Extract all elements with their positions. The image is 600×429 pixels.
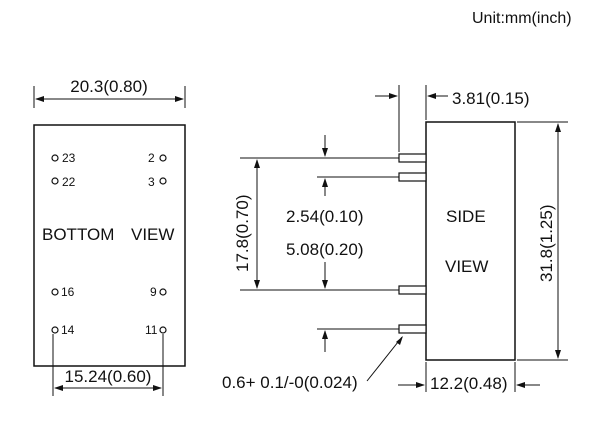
pin-22 bbox=[51, 177, 59, 185]
side-label: SIDE bbox=[446, 207, 486, 226]
pin-11 bbox=[159, 326, 167, 334]
pin-2-label: 2 bbox=[148, 151, 155, 165]
pitch-dim-text: 2.54(0.10) bbox=[286, 207, 364, 226]
bottom-view-body bbox=[33, 124, 186, 367]
pin-23-label: 23 bbox=[62, 151, 76, 165]
inner-arrow-top bbox=[322, 280, 328, 289]
pin-16-label: 16 bbox=[61, 285, 75, 299]
side-pin-3 bbox=[398, 285, 427, 295]
view-label-side: VIEW bbox=[445, 257, 488, 276]
thick-arrow-right bbox=[427, 93, 436, 99]
pin-3-label: 3 bbox=[148, 175, 155, 189]
width-arrow-left bbox=[35, 96, 44, 102]
side-pin-4 bbox=[398, 324, 427, 334]
depth-dim-text: 12.2(0.48) bbox=[430, 374, 508, 393]
pin-23 bbox=[51, 154, 59, 162]
width-dim-text: 20.3(0.80) bbox=[70, 77, 148, 96]
pin-9-label: 9 bbox=[150, 285, 157, 299]
pin-11-label: 11 bbox=[145, 323, 158, 337]
pin-3 bbox=[159, 177, 167, 185]
pin-size-arrow bbox=[396, 336, 403, 345]
inner-arrow-bottom bbox=[322, 330, 328, 339]
pin-size-leader bbox=[366, 336, 403, 382]
width-arrow-right bbox=[175, 96, 184, 102]
pin-9 bbox=[159, 288, 167, 296]
side-view: SIDE VIEW 3.81(0.15) 17.8(0.70) 2.54(0.1… bbox=[222, 85, 568, 393]
pin-14 bbox=[51, 326, 59, 334]
side-view-body bbox=[425, 121, 516, 361]
outer-dim-text: 17.8(0.70) bbox=[233, 195, 252, 273]
bottom-view: 20.3(0.80) 23 22 2 3 16 9 14 11 BOTTOM V… bbox=[33, 77, 186, 396]
side-pin-1 bbox=[398, 153, 427, 163]
height-dim-text: 31.8(1.25) bbox=[537, 205, 556, 283]
pin-14-label: 14 bbox=[61, 323, 75, 337]
depth-arrow-right bbox=[516, 382, 525, 388]
inner-dim-text: 5.08(0.20) bbox=[286, 240, 364, 259]
span-arrow-left bbox=[54, 385, 63, 391]
pin-16 bbox=[51, 288, 59, 296]
depth-arrow-left bbox=[416, 382, 425, 388]
outer-arrow-top bbox=[254, 159, 260, 168]
height-arrow-bottom bbox=[555, 350, 561, 359]
outer-arrow-bottom bbox=[254, 280, 260, 289]
span-dim-text: 15.24(0.60) bbox=[65, 367, 152, 386]
view-label-bottom: VIEW bbox=[131, 225, 174, 244]
pitch-arrow-top bbox=[322, 148, 328, 157]
pin-size-text: 0.6+ 0.1/-0(0.024) bbox=[222, 373, 358, 392]
bottom-label: BOTTOM bbox=[42, 225, 114, 244]
pitch-arrow-bottom bbox=[322, 178, 328, 187]
side-pin-2 bbox=[398, 172, 427, 182]
height-arrow-top bbox=[555, 123, 561, 132]
span-arrow-right bbox=[153, 385, 162, 391]
pin-2 bbox=[159, 154, 167, 162]
pin-22-label: 22 bbox=[62, 175, 76, 189]
unit-label: Unit:mm(inch) bbox=[472, 10, 572, 27]
thick-arrow-left bbox=[389, 93, 398, 99]
thick-dim-text: 3.81(0.15) bbox=[452, 89, 530, 108]
